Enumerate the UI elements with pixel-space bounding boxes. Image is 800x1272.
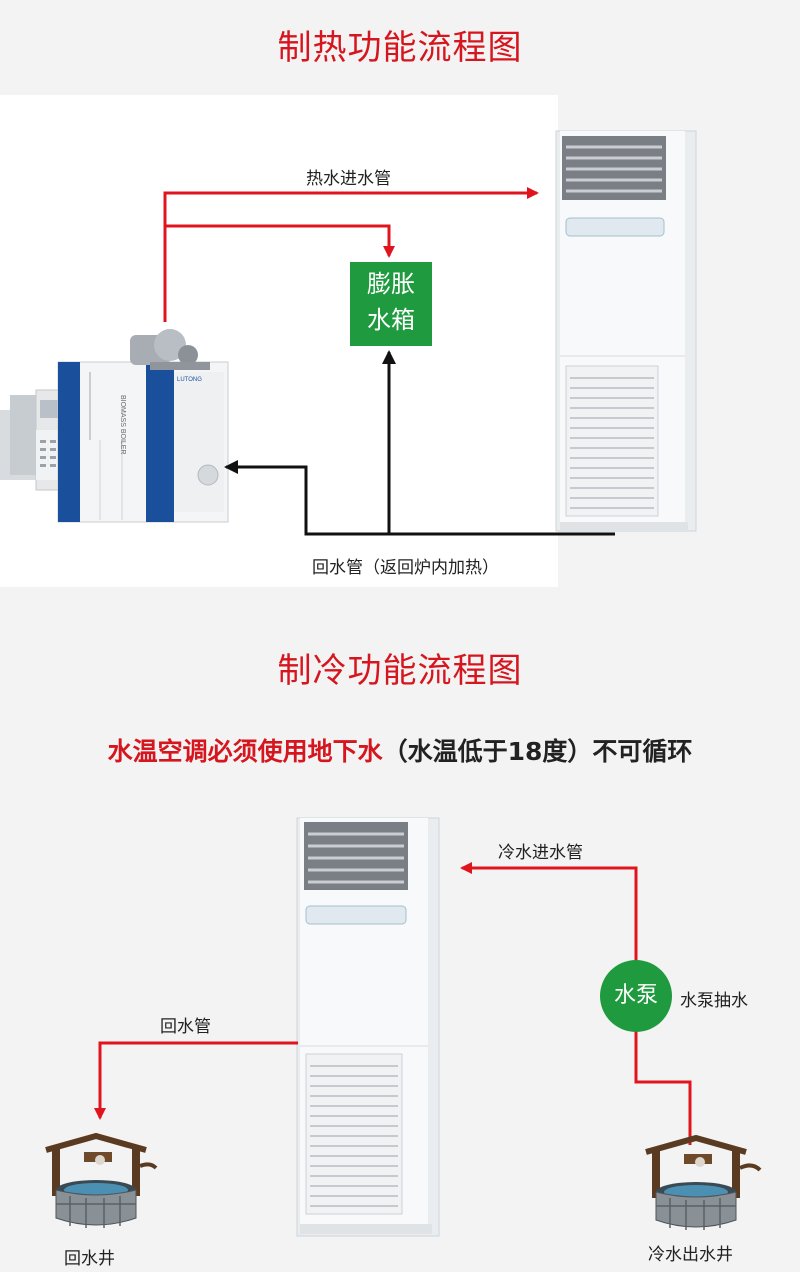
notice-black-text: （水温低于18度）不可循环 xyxy=(382,737,693,766)
expansion-tank-box: 膨胀 水箱 xyxy=(350,262,432,346)
cold-water-supply-label: 冷水进水管 xyxy=(498,843,583,863)
cooling-notice: 水温空调必须使用地下水（水温低于18度）不可循环 xyxy=(0,732,800,768)
hot-water-supply-label: 热水进水管 xyxy=(306,169,391,189)
cooling-title: 制冷功能流程图 xyxy=(277,651,523,691)
return-well-label: 回水井 xyxy=(64,1249,115,1269)
heating-diagram xyxy=(0,130,697,536)
boiler-side-text: BIOMASS BOILER xyxy=(119,395,126,455)
expansion-tank-line2: 水箱 xyxy=(367,306,415,334)
return-water-pipe xyxy=(224,350,615,536)
heating-title: 制热功能流程图 xyxy=(277,28,523,68)
expansion-tank-feed-pipe xyxy=(165,224,395,258)
expansion-tank-line1: 膨胀 xyxy=(367,270,415,298)
notice-red-text: 水温空调必须使用地下水 xyxy=(107,737,383,766)
boiler-brand-text: LUTONG xyxy=(177,377,202,383)
ac-unit-heating xyxy=(555,130,697,532)
return-water-label: 回水管（返回炉内加热） xyxy=(312,558,499,578)
biomass-boiler-illustration xyxy=(0,329,229,523)
hot-water-supply-pipe xyxy=(163,187,539,322)
water-pump-label: 水泵抽水 xyxy=(680,991,748,1011)
source-well-label: 冷水出水井 xyxy=(648,1245,733,1265)
return-pipe-label-cooling: 回水管 xyxy=(160,1017,211,1037)
water-pump: 水泵 xyxy=(600,960,672,1032)
cooling-panel xyxy=(0,600,800,1272)
